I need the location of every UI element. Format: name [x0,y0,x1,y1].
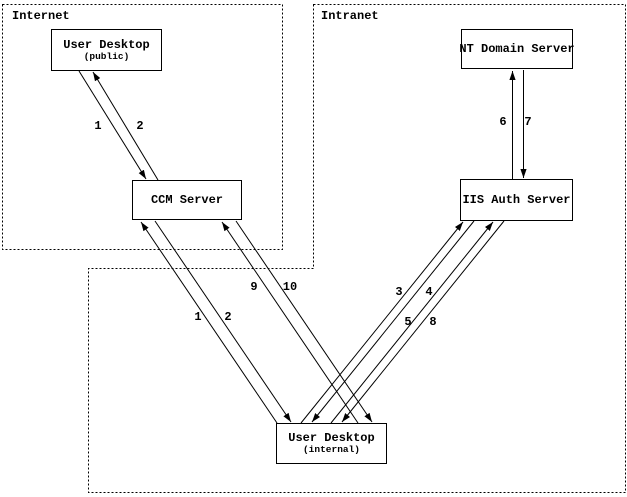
arrow-2-ccm-to-public-desktop [92,71,159,181]
arrow-1-internal-desktop-to-ccm [140,221,278,424]
node-title: User Desktop [63,37,150,52]
node-iis-auth-server: IIS Auth Server [460,179,573,221]
node-title: CCM Server [150,192,223,207]
node-ccm-server: CCM Server [132,180,242,220]
node-title: User Desktop [288,431,375,445]
intranet-zone-label: Intranet [321,9,379,23]
node-title: NT Domain Server [459,41,575,56]
arrow-9-internal-desktop-to-ccm [221,221,359,424]
flow-label-9: 9 [250,280,258,294]
node-user-desktop-internal: User Desktop (internal) [276,423,387,464]
intranet-zone-border [88,4,626,493]
node-nt-domain-server: NT Domain Server [459,29,575,69]
arrow-5-internal-desktop-to-iis [330,221,494,424]
flow-label-2-public: 2 [136,119,144,133]
arrow-2-ccm-to-internal-desktop [154,220,292,423]
arrow-3-internal-desktop-to-iis [300,221,464,424]
arrow-4-iis-to-internal-desktop [311,220,475,423]
flow-label-2-internal: 2 [224,310,232,324]
arrow-8-iis-to-internal-desktop [341,220,505,423]
flow-label-10: 10 [282,280,298,294]
flow-label-4: 4 [425,285,433,299]
flow-label-6: 6 [499,115,507,129]
flow-label-8: 8 [429,315,437,329]
internet-zone-label: Internet [12,9,70,23]
flow-label-1-public: 1 [94,119,102,133]
node-user-desktop-public: User Desktop (public) [51,29,162,71]
node-subtitle: (public) [83,50,130,62]
internet-zone-border [2,4,283,250]
flow-label-1-internal: 1 [194,310,202,324]
flow-label-7: 7 [524,115,532,129]
arrow-1-public-desktop-to-ccm [78,70,147,180]
flow-label-5: 5 [404,315,412,329]
node-title: IIS Auth Server [462,192,571,207]
flow-label-3: 3 [395,285,403,299]
node-subtitle: (internal) [302,444,360,455]
arrow-10-ccm-to-internal-desktop [235,220,373,423]
